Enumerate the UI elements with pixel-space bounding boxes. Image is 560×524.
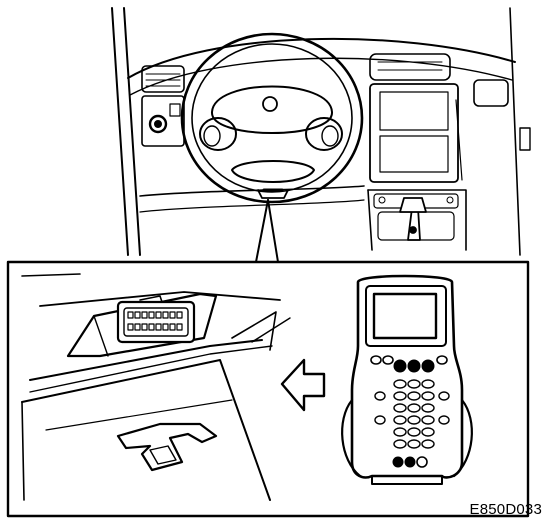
arrow-left-icon (280, 358, 326, 412)
handheld-scan-tool (341, 274, 473, 485)
gear-lever (399, 197, 427, 241)
under-dash-detail (21, 273, 291, 501)
detail-frame (6, 260, 530, 518)
dashboard (111, 7, 531, 256)
steering-wheel (180, 32, 364, 204)
figure-code: E850D033 (469, 501, 542, 518)
callout-pointer (255, 199, 279, 263)
obd-connector (66, 292, 218, 358)
